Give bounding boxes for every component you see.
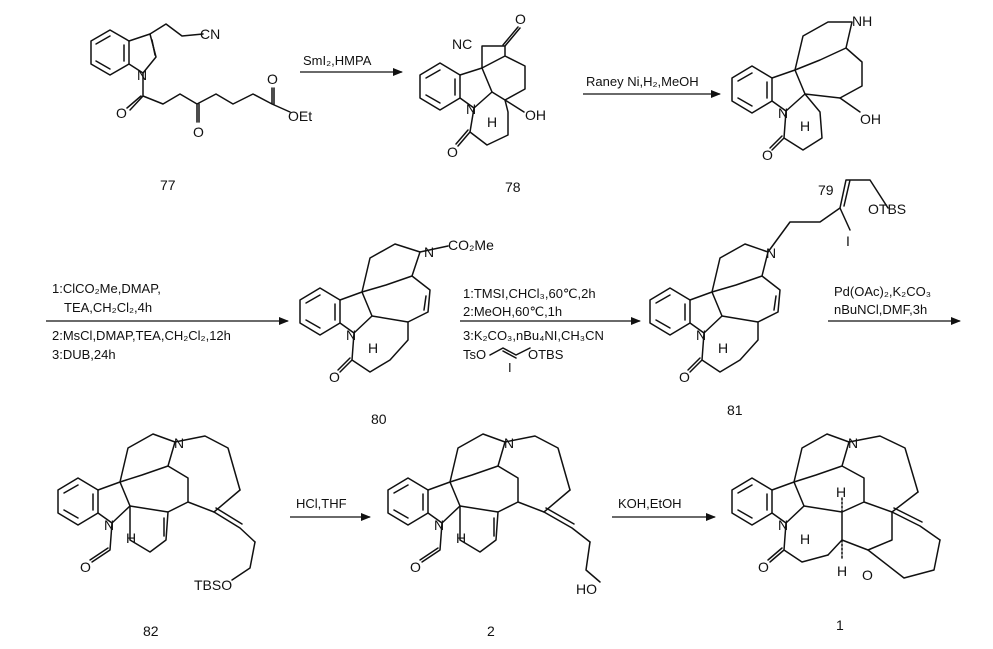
lactam-o-label: O bbox=[447, 144, 458, 160]
isonitrile-label: NC bbox=[452, 36, 472, 52]
ring-n-label: N bbox=[434, 517, 444, 533]
ketone-o-label: O bbox=[193, 124, 204, 140]
compound-2: N N H O HO 2 bbox=[387, 433, 601, 639]
ether-o-label: O bbox=[862, 567, 873, 583]
amine-n-label: N bbox=[848, 435, 858, 451]
ring-n-label: N bbox=[696, 327, 706, 343]
reaction-conditions: HCl,THF bbox=[296, 496, 347, 511]
stereo-h-bottom-label: H bbox=[837, 563, 847, 579]
reaction-arrow-3: 1:ClCO₂Me,DMAP, TEA,CH₂Cl₂,4h 2:MsCl,DMA… bbox=[46, 281, 289, 362]
reaction-conditions: SmI₂,HMPA bbox=[303, 53, 372, 68]
reaction-conditions: 2:MeOH,60℃,1h bbox=[463, 304, 562, 319]
reaction-arrow-5: Pd(OAc)₂,K₂CO₃ nBuNCl,DMF,3h bbox=[828, 284, 961, 325]
reaction-conditions: KOH,EtOH bbox=[618, 496, 682, 511]
reaction-arrow-2: Raney Ni,H₂,MeOH bbox=[583, 74, 721, 98]
reaction-arrow-6: HCl,THF bbox=[290, 496, 371, 521]
amine-label: NH bbox=[852, 13, 872, 29]
stereo-h-label: H bbox=[126, 530, 136, 546]
compound-80: N CO₂Me N H O 80 bbox=[299, 237, 494, 427]
reaction-conditions: Pd(OAc)₂,K₂CO₃ bbox=[834, 284, 931, 299]
stereo-h-label: H bbox=[800, 118, 810, 134]
reaction-arrow-7: KOH,EtOH bbox=[612, 496, 716, 521]
indole-n-label: N bbox=[137, 67, 147, 83]
ring-n-label: N bbox=[346, 327, 356, 343]
lactam-o-label: O bbox=[410, 559, 421, 575]
reaction-conditions: 3:DUB,24h bbox=[52, 347, 116, 362]
reaction-conditions: 2:MsCl,DMAP,TEA,CH₂Cl₂,12h bbox=[52, 328, 231, 343]
compound-1: N N H H H O O 1 bbox=[731, 433, 941, 633]
hydroxyl-label: HO bbox=[576, 581, 597, 597]
reaction-conditions: Raney Ni,H₂,MeOH bbox=[586, 74, 699, 89]
reagent-otbs-label: OTBS bbox=[528, 347, 564, 362]
reaction-conditions: TEA,CH₂Cl₂,4h bbox=[64, 300, 152, 315]
vinyl-iodide-label: I bbox=[846, 233, 850, 249]
compound-number: 80 bbox=[371, 411, 387, 427]
reaction-conditions: 1:TMSI,CHCl₃,60℃,2h bbox=[463, 286, 596, 301]
stereo-h-label: H bbox=[487, 114, 497, 130]
amine-n-label: N bbox=[766, 245, 776, 261]
reagent-skeleton bbox=[489, 347, 531, 359]
ester-o-label: O bbox=[267, 71, 278, 87]
reagent-iodo-label: I bbox=[508, 360, 512, 375]
ring-n-label: N bbox=[466, 101, 476, 117]
reaction-conditions: nBuNCl,DMF,3h bbox=[834, 302, 927, 317]
carbamate-n-label: N bbox=[424, 244, 434, 260]
compound-number: 82 bbox=[143, 623, 159, 639]
reaction-arrow-4: 1:TMSI,CHCl₃,60℃,2h 2:MeOH,60℃,1h 3:K₂CO… bbox=[460, 286, 641, 375]
lactam-o-label: O bbox=[758, 559, 769, 575]
hydroxyl-label: OH bbox=[860, 111, 881, 127]
reaction-conditions: 3:K₂CO₃,nBu₄NI,CH₃CN bbox=[463, 328, 604, 343]
reaction-arrow-1: SmI₂,HMPA bbox=[300, 53, 403, 76]
ring-n-label: N bbox=[778, 105, 788, 121]
lactam-o-label: O bbox=[80, 559, 91, 575]
ring-n-label: N bbox=[104, 517, 114, 533]
compound-number: 2 bbox=[487, 623, 495, 639]
compound-81: OTBS I N N H O 81 bbox=[649, 179, 906, 418]
ethoxy-label: OEt bbox=[288, 108, 312, 124]
reaction-conditions: 1:ClCO₂Me,DMAP, bbox=[52, 281, 161, 296]
compound-number: 77 bbox=[160, 177, 176, 193]
reagent-tso-label: TsO bbox=[463, 347, 486, 362]
compound-number: 1 bbox=[836, 617, 844, 633]
ketone-o-label: O bbox=[515, 11, 526, 27]
compound-77: CN N O O O OEt 77 bbox=[90, 23, 312, 193]
carbamate-label: CO₂Me bbox=[448, 237, 494, 253]
ring-n-label: N bbox=[778, 517, 788, 533]
amine-n-label: N bbox=[504, 435, 514, 451]
amine-n-label: N bbox=[174, 435, 184, 451]
stereo-h-top-label: H bbox=[836, 484, 846, 500]
compound-78: NC O N H OH O 78 bbox=[419, 11, 546, 195]
otbs-label: OTBS bbox=[868, 201, 906, 217]
lactam-o-label: O bbox=[329, 369, 340, 385]
lactam-o-label: O bbox=[762, 147, 773, 163]
stereo-h-mid-label: H bbox=[800, 531, 810, 547]
amide-o-label: O bbox=[116, 105, 127, 121]
stereo-h-label: H bbox=[718, 340, 728, 356]
compound-number: 79 bbox=[818, 182, 834, 198]
compound-79: NH N H OH O 79 bbox=[731, 13, 881, 198]
tbso-label: TBSO bbox=[194, 577, 232, 593]
compound-number: 78 bbox=[505, 179, 521, 195]
nitrile-label: CN bbox=[200, 26, 220, 42]
stereo-h-label: H bbox=[456, 530, 466, 546]
compound-number: 81 bbox=[727, 402, 743, 418]
compound-82: N N H O TBSO 82 bbox=[57, 433, 256, 639]
hydroxyl-label: OH bbox=[525, 107, 546, 123]
lactam-o-label: O bbox=[679, 369, 690, 385]
stereo-h-label: H bbox=[368, 340, 378, 356]
